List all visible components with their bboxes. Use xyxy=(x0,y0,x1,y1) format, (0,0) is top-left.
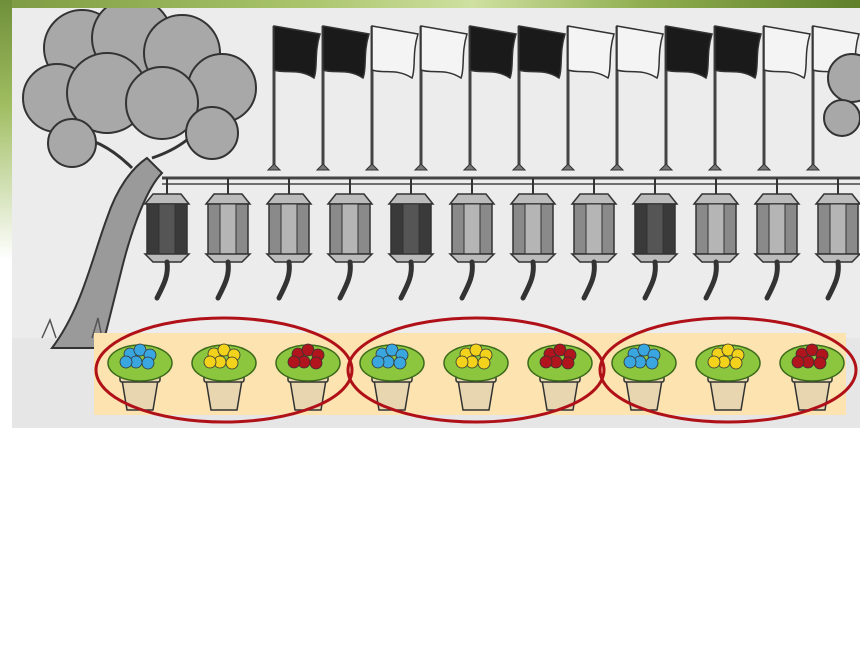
lantern-grey xyxy=(204,178,252,301)
flag-white xyxy=(756,25,811,171)
flag-black xyxy=(315,25,370,171)
flag-white xyxy=(413,25,468,171)
flower-pot-red xyxy=(275,343,341,411)
flower-pot-yellow xyxy=(443,343,509,411)
blank-lower-area xyxy=(0,430,860,645)
flag-white xyxy=(364,25,419,171)
lantern-grey xyxy=(814,178,860,301)
right-tree-fragment xyxy=(823,53,860,137)
background-top-band xyxy=(0,0,860,10)
flag-black xyxy=(511,25,566,171)
lantern-grey xyxy=(570,178,618,301)
group-circles xyxy=(94,316,858,424)
flower-pot-yellow xyxy=(191,343,257,411)
flower-pot-red xyxy=(527,343,593,411)
flag-black xyxy=(462,25,517,171)
lanterns-row xyxy=(143,178,860,301)
lantern-dark xyxy=(387,178,435,301)
group-circle xyxy=(94,316,354,424)
flag-black xyxy=(658,25,713,171)
flower-pot-yellow xyxy=(695,343,761,411)
group-circle xyxy=(598,316,858,424)
flag-white xyxy=(560,25,615,171)
flag-black xyxy=(707,25,762,171)
flags-row xyxy=(266,25,860,171)
lantern-dark xyxy=(143,178,191,301)
flower-pot-blue xyxy=(611,343,677,411)
flower-pot-blue xyxy=(359,343,425,411)
flower-pot-blue xyxy=(107,343,173,411)
flower-pots-row xyxy=(107,343,845,411)
lantern-dark xyxy=(631,178,679,301)
background-left-band xyxy=(0,0,12,260)
flag-white xyxy=(609,25,664,171)
lantern-grey xyxy=(265,178,313,301)
lantern-grey xyxy=(509,178,557,301)
pattern-scene-illustration xyxy=(12,8,860,428)
lantern-grey xyxy=(753,178,801,301)
lantern-grey xyxy=(326,178,374,301)
group-circle xyxy=(346,316,606,424)
flower-pot-red xyxy=(779,343,845,411)
tree-illustration xyxy=(22,8,257,349)
flag-black xyxy=(266,25,321,171)
lantern-grey xyxy=(692,178,740,301)
scene-svg xyxy=(12,8,860,428)
lantern-grey xyxy=(448,178,496,301)
